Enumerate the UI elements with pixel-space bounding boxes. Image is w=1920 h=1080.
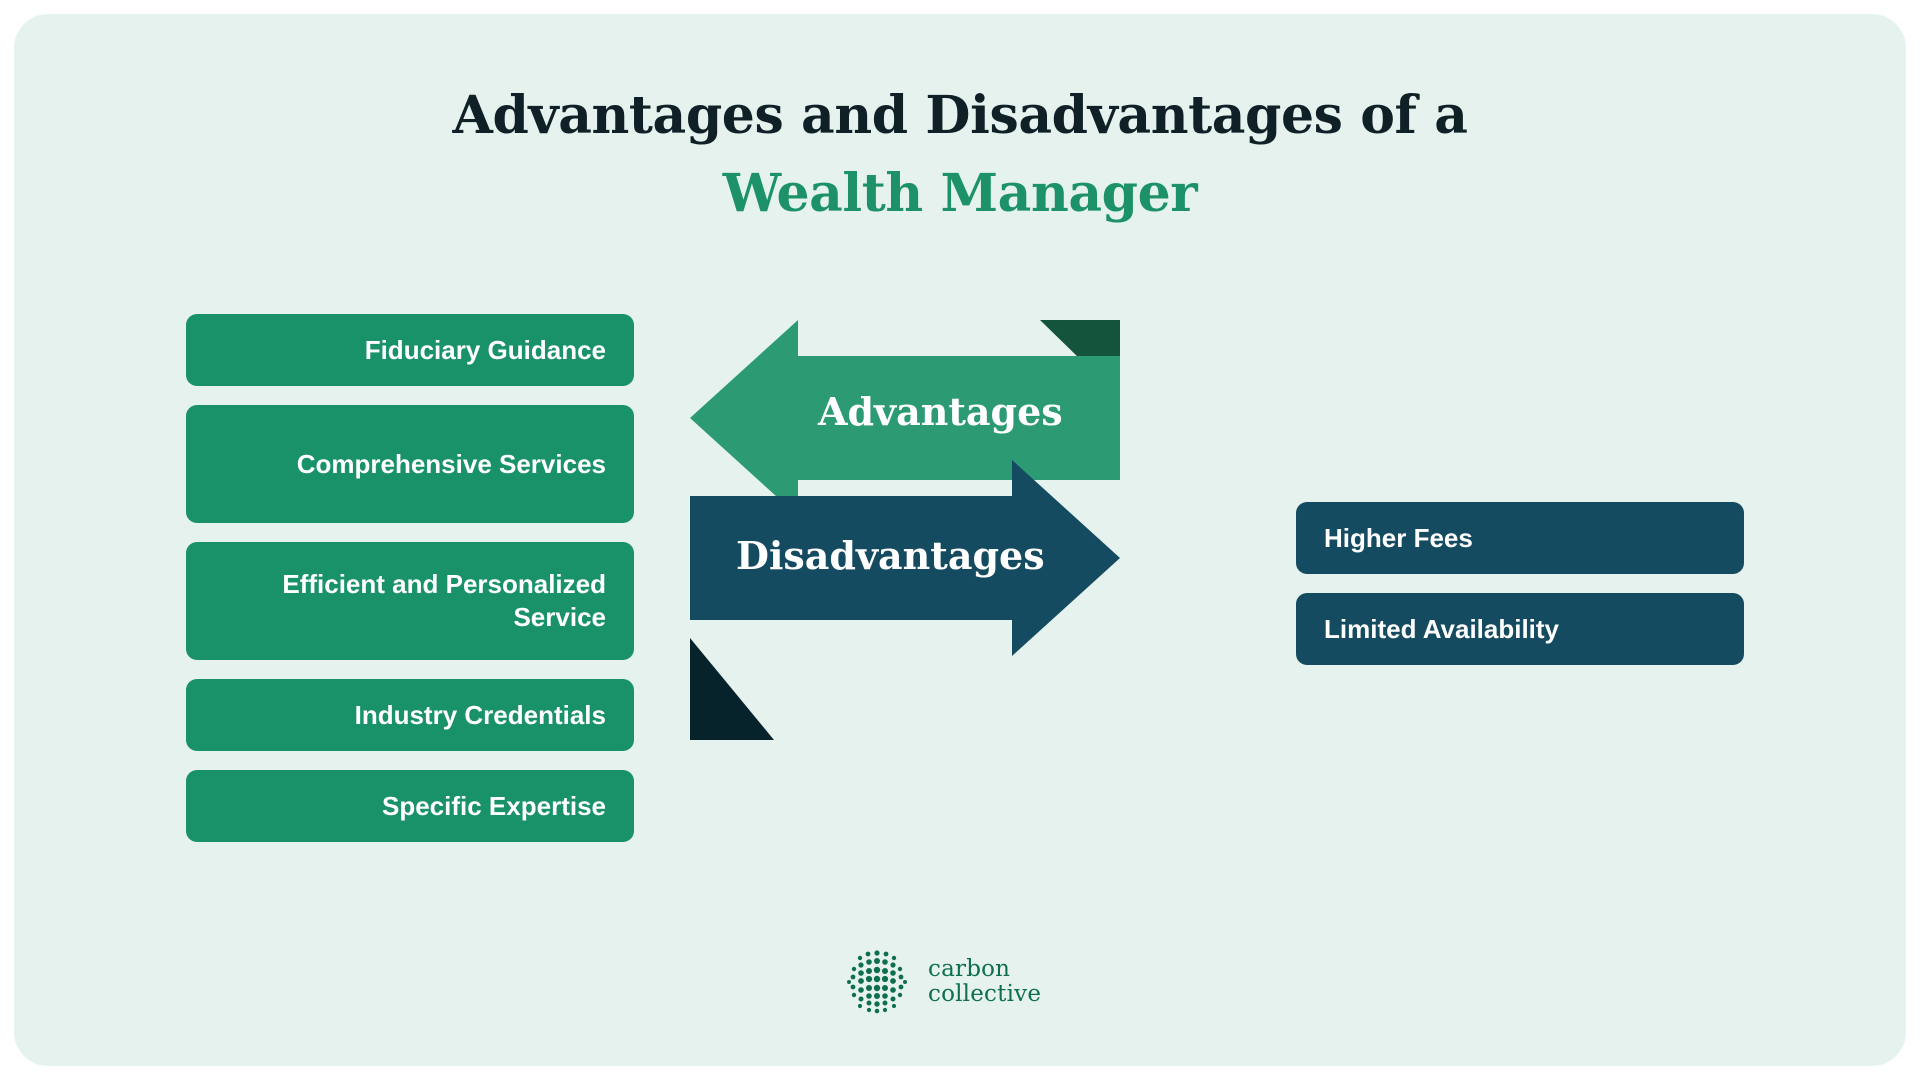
disadvantage-item-2: Limited Availability bbox=[1296, 593, 1744, 665]
advantage-item-1-label: Fiduciary Guidance bbox=[364, 334, 606, 365]
brand-word-1: carbon bbox=[928, 956, 1011, 982]
disadvantages-arrow-icon bbox=[690, 460, 1120, 656]
arrow-group: Advantages Disadvantages bbox=[690, 320, 1260, 740]
advantage-item-5: Specific Expertise bbox=[186, 770, 634, 842]
advantage-item-1: Fiduciary Guidance bbox=[186, 314, 634, 386]
advantage-item-4: Industry Credentials bbox=[186, 679, 634, 751]
advantage-item-5-label: Specific Expertise bbox=[382, 790, 606, 821]
advantage-item-3-label: Efficient and Personalized Service bbox=[282, 569, 606, 632]
disadvantage-item-1: Higher Fees bbox=[1296, 502, 1744, 574]
brand-logo: carbon collective bbox=[840, 940, 1080, 1024]
advantage-item-2-label: Comprehensive Services bbox=[296, 448, 606, 479]
disadvantage-item-2-label: Limited Availability bbox=[1324, 613, 1560, 644]
arrows-svg bbox=[690, 320, 1120, 740]
advantages-list: Fiduciary Guidance Comprehensive Service… bbox=[186, 314, 634, 861]
dot-grid-circle-icon bbox=[847, 950, 907, 1014]
advantage-item-4-label: Industry Credentials bbox=[354, 699, 606, 730]
advantage-item-3: Efficient and Personalized Service bbox=[186, 542, 634, 660]
brand-word-2: collective bbox=[928, 981, 1042, 1007]
brand-wordmark: carbon collective bbox=[928, 957, 1041, 1007]
disadvantages-list: Higher Fees Limited Availability bbox=[1296, 502, 1744, 684]
disadvantage-item-1-label: Higher Fees bbox=[1324, 522, 1473, 553]
advantage-item-2: Comprehensive Services bbox=[186, 405, 634, 523]
disadvantages-arrow-shadow-icon bbox=[690, 638, 774, 740]
advantages-arrow-icon bbox=[690, 320, 1120, 516]
